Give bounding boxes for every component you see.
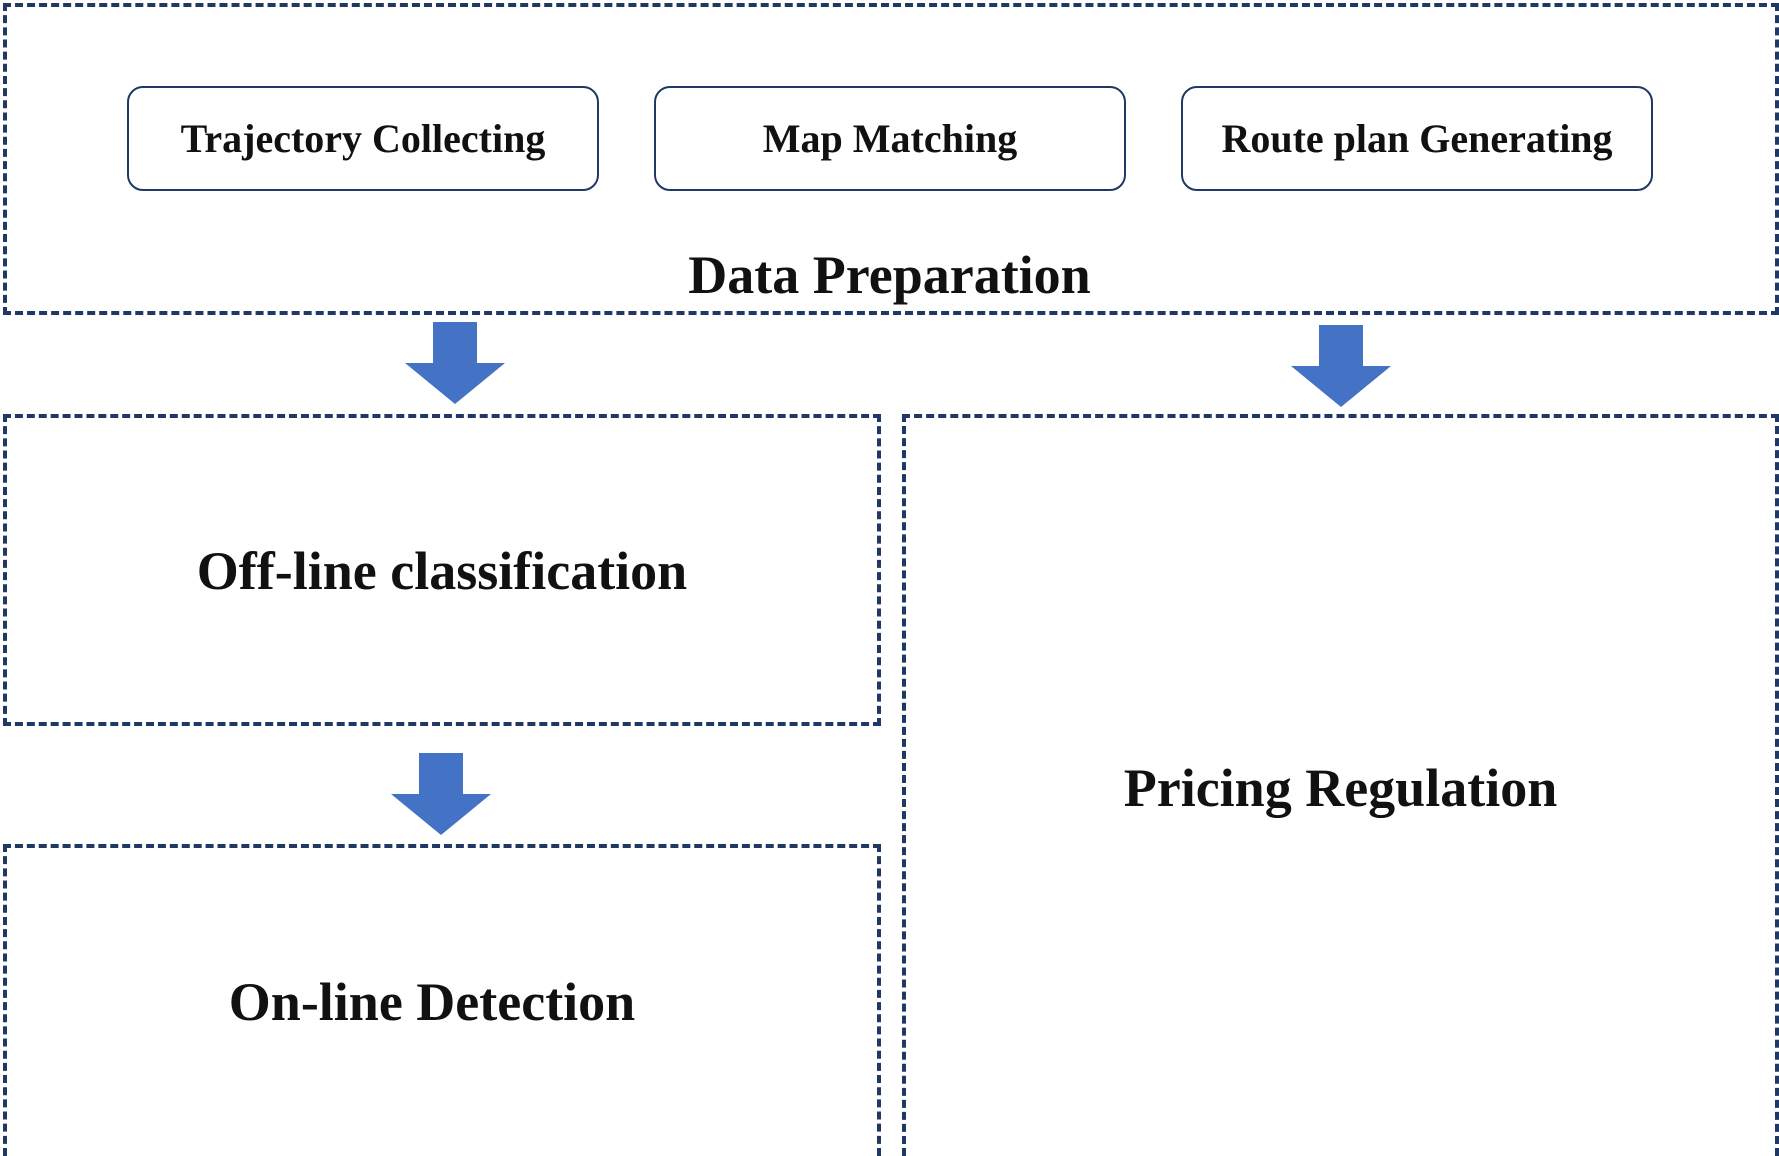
down-arrow-icon bbox=[391, 753, 491, 835]
step-route-plan-generating: Route plan Generating bbox=[1181, 86, 1653, 191]
pricing-regulation-title: Pricing Regulation bbox=[1123, 758, 1558, 818]
down-arrow-icon bbox=[1291, 325, 1391, 407]
data-preparation-title: Data Preparation bbox=[688, 245, 1091, 305]
data-preparation-section bbox=[3, 3, 1779, 315]
pricing-regulation-section bbox=[902, 414, 1779, 1156]
step-label: Trajectory Collecting bbox=[180, 116, 546, 161]
offline-classification-section bbox=[3, 414, 881, 726]
offline-classification-title: Off-line classification bbox=[196, 541, 688, 601]
step-label: Map Matching bbox=[762, 116, 1018, 161]
online-detection-section bbox=[3, 844, 881, 1156]
step-map-matching: Map Matching bbox=[654, 86, 1126, 191]
step-label: Route plan Generating bbox=[1221, 116, 1613, 161]
step-trajectory-collecting: Trajectory Collecting bbox=[127, 86, 599, 191]
online-detection-title: On-line Detection bbox=[228, 972, 636, 1032]
down-arrow-icon bbox=[405, 322, 505, 404]
